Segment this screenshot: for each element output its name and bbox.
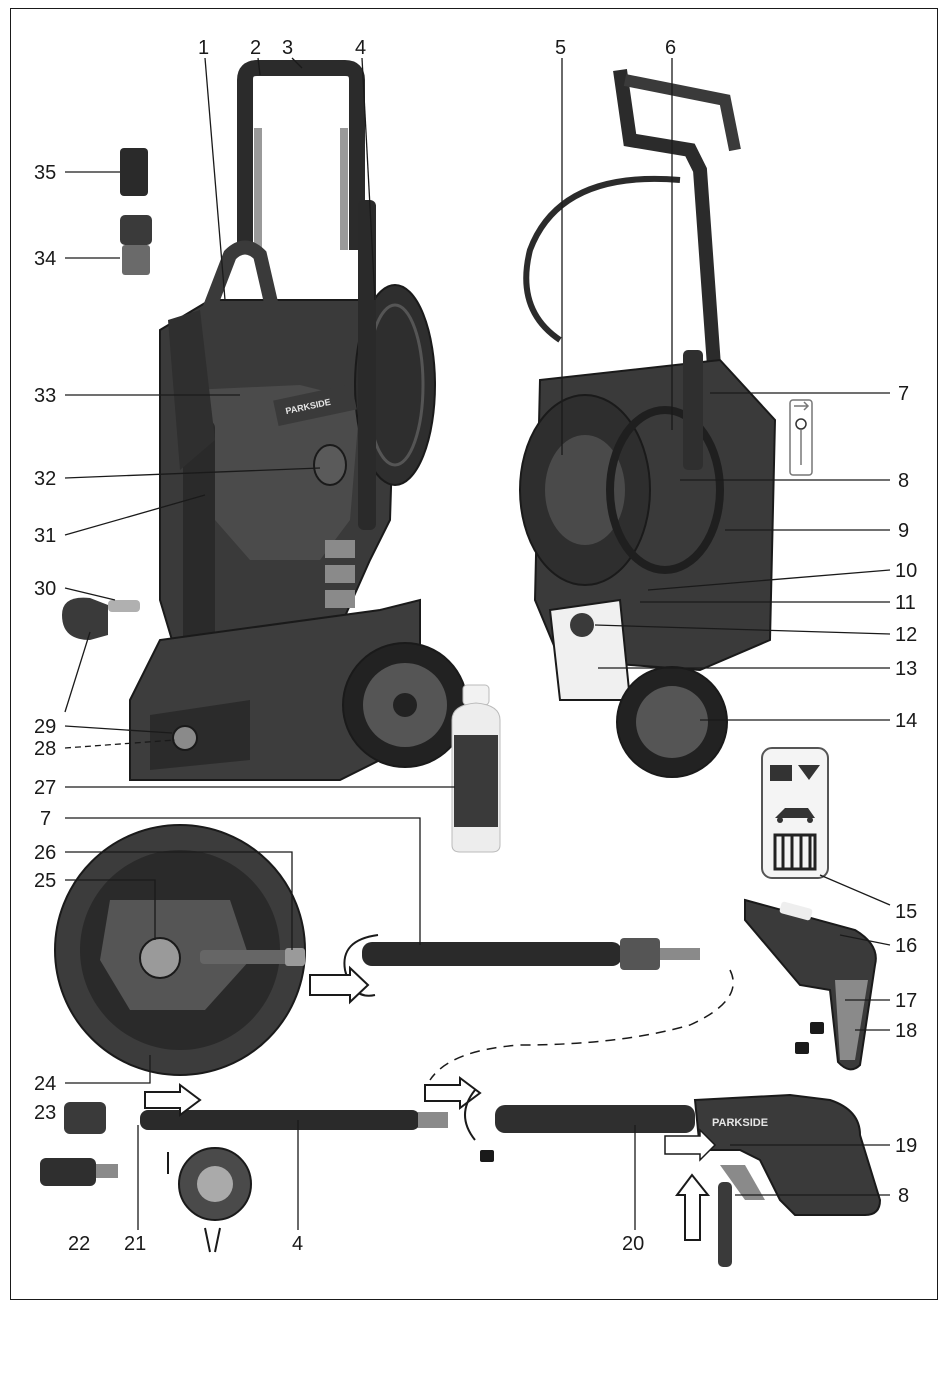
label-20: 20	[622, 1233, 644, 1255]
label-5: 5	[555, 37, 566, 59]
label-28: 28	[34, 738, 56, 760]
label-33: 33	[34, 385, 56, 407]
lance-and-gun-assembly: PARKSIDE	[140, 1076, 882, 1267]
label-31: 31	[34, 525, 56, 547]
label-25: 25	[34, 870, 56, 892]
label-17: 17	[895, 990, 917, 1012]
accessory-29-30-connector	[62, 597, 140, 640]
label-11: 11	[895, 592, 916, 614]
label-2: 2	[250, 37, 261, 59]
accessory-34-hose-connector	[120, 215, 152, 275]
label-29: 29	[34, 716, 56, 738]
label-30: 30	[34, 578, 56, 600]
label-12: 12	[895, 624, 917, 646]
accessory-35-cylinder	[120, 148, 148, 196]
label-10: 10	[895, 560, 917, 582]
label-13: 13	[895, 658, 917, 680]
surface-cleaner	[54, 824, 306, 1076]
label-15: 15	[895, 901, 917, 923]
label-9: 9	[898, 520, 909, 542]
label-19: 19	[895, 1135, 917, 1157]
spray-gun-detail	[744, 898, 877, 1071]
part-number-labels: 1 2 3 4 5 6 7 8 9 10 11 12 13 14 15 16 1…	[34, 37, 917, 1255]
pressure-washer-rear-view	[519, 69, 813, 778]
label-23: 23	[34, 1102, 56, 1124]
label-6: 6	[665, 37, 676, 59]
label-16: 16	[895, 935, 917, 957]
label-4-bottom: 4	[292, 1233, 303, 1255]
label-14: 14	[895, 710, 917, 732]
label-26: 26	[34, 842, 56, 864]
label-18: 18	[895, 1020, 917, 1042]
label-4-top: 4	[355, 37, 366, 59]
nozzle-parts	[40, 1102, 252, 1253]
spray-mode-pictogram-card	[761, 747, 829, 879]
label-32: 32	[34, 468, 56, 490]
label-35: 35	[34, 162, 56, 184]
extension-lance	[309, 934, 734, 1081]
label-8-right: 8	[898, 470, 909, 492]
label-34: 34	[34, 248, 56, 270]
brand-logo-gun: PARKSIDE	[712, 1117, 768, 1129]
label-21: 21	[124, 1233, 146, 1255]
label-1: 1	[198, 37, 209, 59]
leader-lines	[64, 57, 891, 1230]
label-27: 27	[34, 777, 56, 799]
label-8-bottom: 8	[898, 1185, 909, 1207]
label-7-right: 7	[898, 383, 909, 405]
label-3: 3	[282, 37, 293, 59]
label-24: 24	[34, 1073, 56, 1095]
label-22: 22	[68, 1233, 90, 1255]
pressure-washer-front-view: PARKSIDE	[129, 60, 468, 781]
detergent-bottle	[451, 684, 501, 853]
label-7-left: 7	[40, 808, 51, 830]
